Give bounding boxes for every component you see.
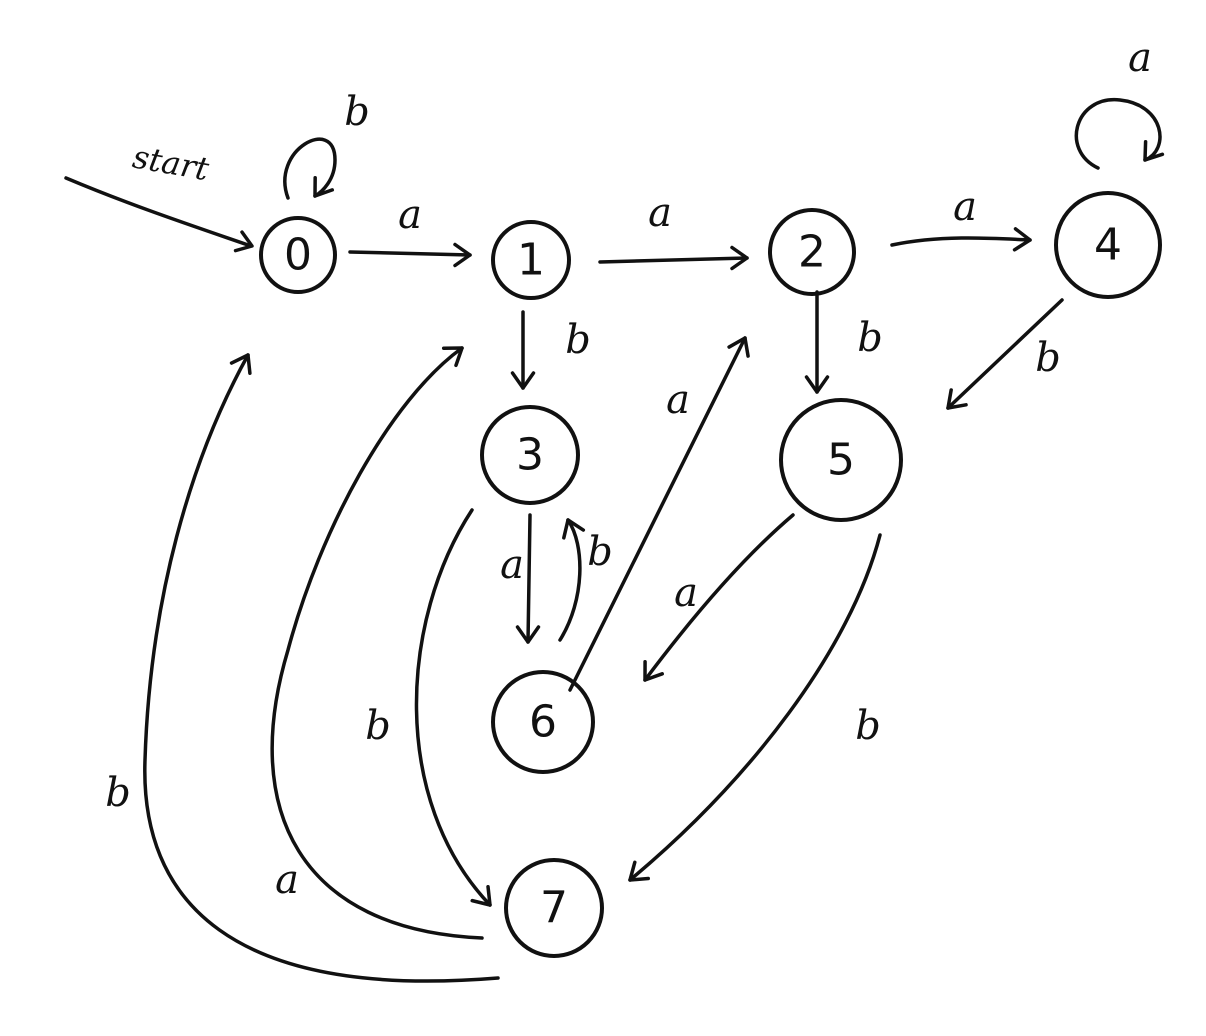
edge-line	[890, 236, 1032, 247]
state-6: 6	[491, 670, 595, 774]
arrowhead	[946, 388, 968, 410]
edge-line	[1074, 98, 1162, 170]
state-circle	[1054, 191, 1162, 299]
state-label: 4	[1094, 220, 1122, 271]
edge-5-to-7: b	[628, 533, 882, 882]
edge-line	[568, 336, 747, 692]
edge-label: b	[365, 703, 391, 749]
edge-label: a	[1128, 35, 1152, 81]
edge-line	[628, 533, 882, 882]
arrowhead	[441, 346, 464, 368]
edge-label: a	[500, 542, 524, 588]
edge-label: a	[275, 857, 299, 903]
edge-1-to-3: b	[510, 310, 591, 390]
edge-line	[348, 250, 472, 257]
edge-label: b	[1035, 335, 1061, 381]
state-label: 2	[798, 227, 826, 278]
edge-label: b	[105, 770, 131, 816]
state-label: 0	[284, 230, 312, 281]
start-arrow	[64, 176, 250, 247]
state-circle	[491, 670, 595, 774]
state-1: 1	[491, 220, 571, 300]
state-0: 0	[259, 216, 337, 294]
edge-5-to-6: a	[643, 513, 795, 682]
arrowhead	[804, 375, 830, 394]
edge-4-to-4: a	[1074, 35, 1165, 170]
arrowhead	[313, 175, 335, 198]
edge-label: a	[648, 190, 672, 236]
edge-line	[526, 513, 532, 644]
edge-3-to-7: b	[365, 508, 492, 907]
edge-6-to-3: b	[558, 518, 613, 642]
state-label: 5	[827, 435, 855, 486]
arrowhead	[510, 371, 536, 390]
edge-line	[143, 353, 500, 983]
edge-0-to-0: b	[283, 89, 370, 200]
edge-label: b	[855, 703, 881, 749]
state-label: 7	[540, 883, 568, 934]
state-4: 4	[1054, 191, 1162, 299]
edge-2-to-5: b	[804, 290, 883, 394]
state-label: 1	[517, 235, 545, 286]
state-2: 2	[768, 208, 856, 296]
edge-7-to-0: b	[105, 353, 500, 983]
arrowhead	[470, 885, 492, 907]
arrowhead	[1143, 139, 1165, 162]
start-label: start	[130, 137, 212, 188]
arrowhead	[643, 659, 664, 682]
edge-line	[946, 298, 1064, 410]
edge-label: a	[953, 184, 977, 230]
edge-label: b	[857, 315, 883, 361]
arrowhead	[1012, 227, 1032, 252]
arrowhead	[628, 860, 650, 882]
edge-label: a	[666, 377, 690, 423]
edge-line	[283, 137, 337, 200]
arrowhead	[229, 353, 252, 375]
start-arrowhead	[233, 230, 254, 253]
state-3: 3	[480, 405, 580, 505]
edge-label: a	[398, 192, 422, 238]
state-circle	[504, 858, 604, 958]
edge-line	[558, 518, 582, 642]
edge-line	[643, 513, 795, 682]
edge-6-to-2: a	[568, 336, 750, 692]
state-circle	[768, 208, 856, 296]
arrowhead	[453, 242, 472, 268]
state-5: 5	[779, 398, 903, 522]
state-circle	[779, 398, 903, 522]
edge-line	[414, 508, 492, 907]
state-7: 7	[504, 858, 604, 958]
edge-label: a	[674, 570, 698, 616]
edge-0-to-1: a	[348, 192, 472, 268]
edge-7-to-1: a	[270, 346, 484, 940]
edge-label: b	[344, 89, 370, 135]
edge-1-to-2: a	[598, 190, 749, 271]
arrowhead	[730, 245, 749, 271]
arrowhead	[727, 336, 750, 358]
edge-line	[598, 256, 749, 264]
state-circle	[259, 216, 337, 294]
arrowhead	[515, 625, 541, 644]
edge-4-to-5: b	[946, 298, 1064, 410]
edge-label: b	[565, 317, 591, 363]
state-circle	[491, 220, 571, 300]
edge-label: b	[587, 529, 613, 575]
edge-line	[270, 346, 484, 940]
edge-2-to-4: a	[890, 184, 1032, 252]
edge-3-to-6: a	[500, 513, 541, 644]
state-circle	[480, 405, 580, 505]
arrowhead	[562, 518, 586, 540]
state-label: 3	[516, 430, 544, 481]
state-label: 6	[529, 697, 557, 748]
